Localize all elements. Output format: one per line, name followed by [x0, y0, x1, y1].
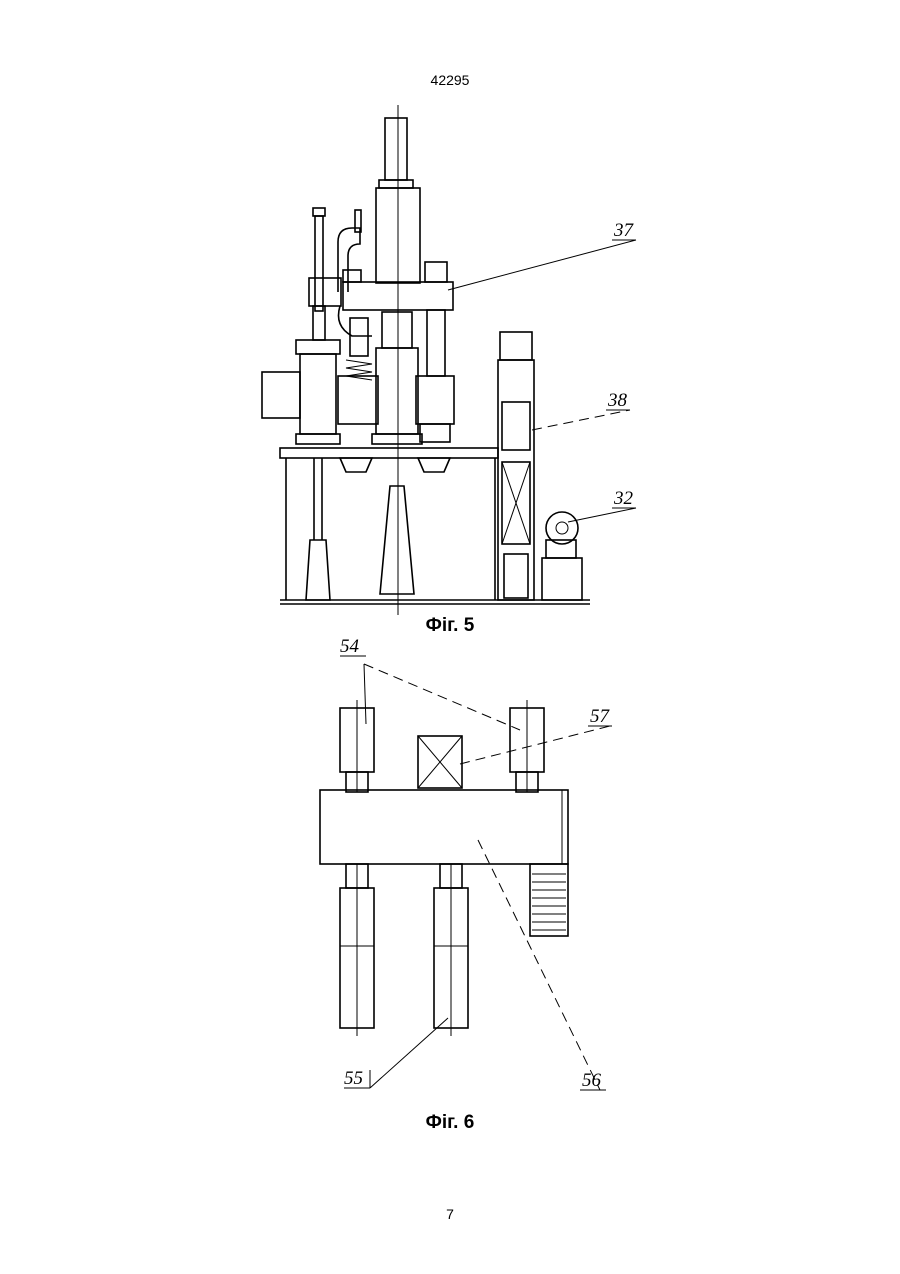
callout-57: 57	[590, 706, 611, 727]
page-number: 7	[0, 1206, 900, 1222]
figure-6-caption: Фіг. 6	[380, 1112, 520, 1134]
callout-54: 54	[340, 636, 360, 657]
callout-37: 37	[613, 220, 635, 241]
callout-32: 32	[613, 488, 634, 509]
callout-38: 38	[607, 390, 628, 411]
callout-55: 55	[344, 1068, 363, 1089]
figure-5-drawing	[262, 105, 636, 615]
callout-56: 56	[582, 1070, 602, 1091]
figure-5-caption: Фіг. 5	[380, 615, 520, 637]
figure-6-drawing	[320, 656, 612, 1090]
